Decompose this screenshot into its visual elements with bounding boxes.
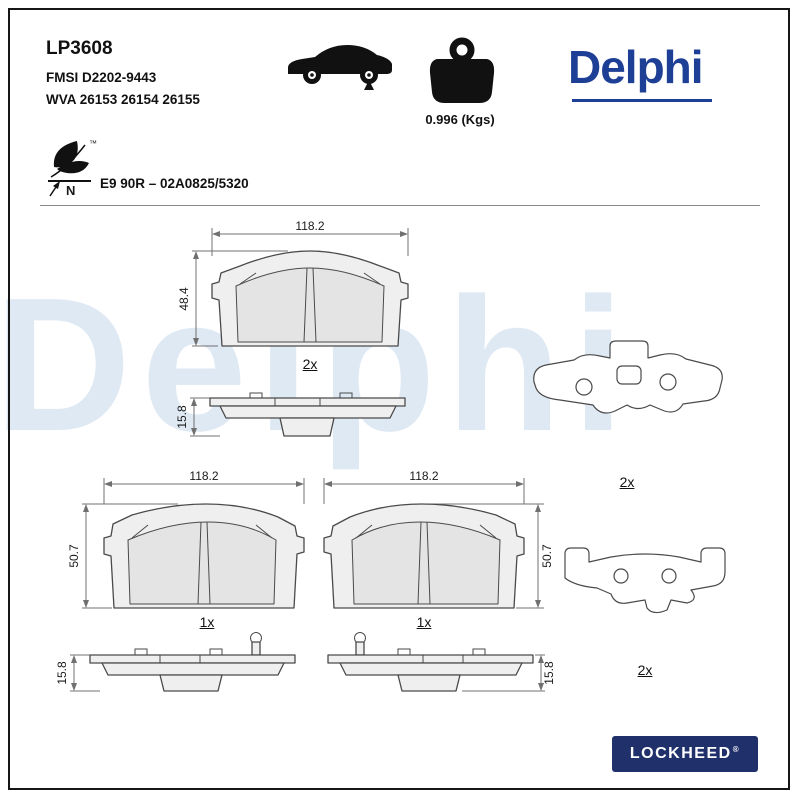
- backplate-bottom-drawing: [564, 547, 726, 614]
- pad-top-qty: 2x: [302, 356, 318, 372]
- pad-left-friction-surface: [127, 521, 277, 605]
- backplate-bottom-hole-right: [661, 568, 677, 584]
- shim-right-drawing: 15.8: [327, 632, 556, 692]
- backplate-bottom-outline: [564, 547, 726, 614]
- backplate-top-drawing: [533, 340, 723, 414]
- lockheed-logo-text: LOCKHEED: [629, 745, 732, 762]
- backplate-top-hole-right: [659, 373, 677, 391]
- pad-left-width-dim: 118.2: [189, 469, 218, 483]
- eco-mark-letter: N: [66, 183, 75, 198]
- shim-left-height-dim: 15.8: [55, 661, 69, 685]
- pad-top-friction-surface: [235, 267, 385, 343]
- car-rear-axle-icon: [288, 45, 392, 90]
- pad-top-drawing: 118.2 48.4: [177, 219, 409, 347]
- fmsi-reference: FMSI D2202-9443: [46, 70, 157, 85]
- delphi-logo-underline: [572, 99, 712, 102]
- backplate-top-hole-left: [575, 378, 593, 396]
- pad-right-friction-surface: [351, 521, 501, 605]
- pad-right-qty: 1x: [416, 614, 432, 630]
- pad-left-qty: 1x: [199, 614, 215, 630]
- backplate-bottom-qty: 2x: [637, 662, 653, 678]
- lockheed-logo: LOCKHEED®: [612, 736, 758, 772]
- shim-right-height-dim: 15.8: [542, 661, 556, 685]
- pad-left-height-dim: 50.7: [67, 544, 81, 568]
- pad-left-drawing: 118.2 50.7: [67, 469, 305, 609]
- weight-kettlebell-icon: [429, 37, 495, 103]
- part-number: LP3608: [46, 38, 113, 59]
- pad-right-drawing: 118.2 50.7: [323, 469, 554, 609]
- pad-right-width-dim: 118.2: [409, 469, 438, 483]
- backplate-top-qty: 2x: [619, 474, 635, 490]
- backplate-top-slot-hole: [616, 365, 642, 385]
- registered-mark: ®: [732, 745, 741, 754]
- wva-reference: WVA 26153 26154 26155: [46, 92, 200, 107]
- backplate-bottom-hole-left: [613, 568, 629, 584]
- trademark-symbol: ™: [89, 139, 97, 148]
- header-divider: [40, 205, 760, 206]
- pad-top-height-dim: 48.4: [177, 287, 191, 311]
- pad-top-width-dim: 118.2: [295, 219, 324, 233]
- pad-right-height-dim: 50.7: [540, 544, 554, 568]
- shim-top-height-dim: 15.8: [175, 405, 189, 429]
- shim-top-drawing: 15.8: [175, 392, 406, 437]
- weight-value: 0.996 (Kgs): [425, 112, 495, 127]
- delphi-logo: Delphi: [568, 41, 704, 93]
- homologation-number: E9 90R – 02A0825/5320: [100, 176, 249, 191]
- shim-left-drawing: 15.8: [55, 632, 296, 692]
- eco-leaf-icon: N ™: [48, 139, 97, 198]
- axle-position-arrow: [364, 80, 374, 90]
